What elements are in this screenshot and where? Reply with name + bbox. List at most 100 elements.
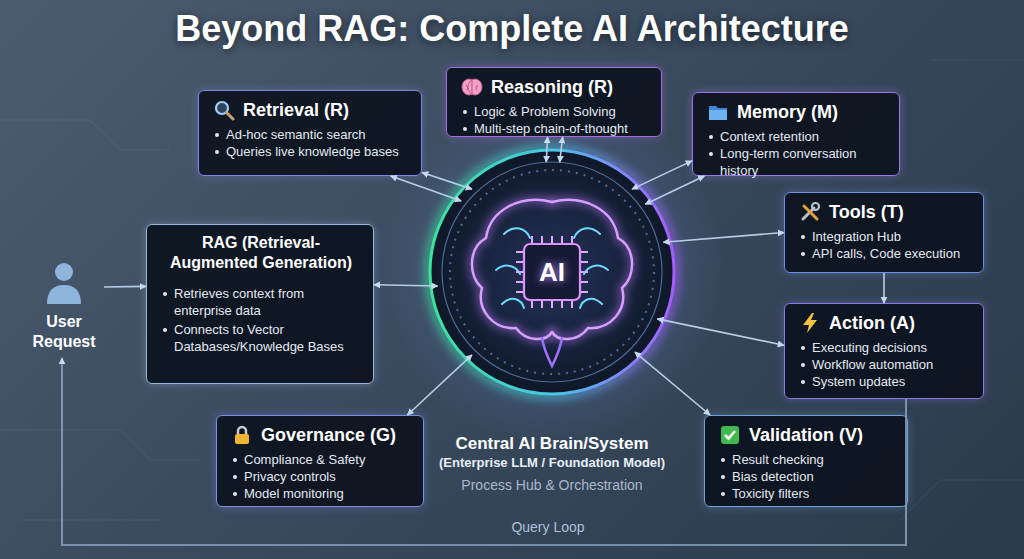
- icon-part: [812, 203, 819, 210]
- connector-arrow: [374, 285, 438, 286]
- bullet-item: System updates: [799, 373, 973, 390]
- brain-fold: [496, 228, 608, 308]
- edge-label: Query Loop: [478, 519, 618, 535]
- search-icon: [213, 99, 235, 121]
- bullet-list: Compliance & SafetyPrivacy controlsModel…: [231, 451, 413, 502]
- actor-label: User Request: [24, 312, 104, 352]
- bullet-item: Result checking: [719, 451, 897, 468]
- component-box: Action (A) Executing decisionsWorkflow au…: [784, 303, 984, 399]
- bullet-item: Context retention: [707, 128, 889, 145]
- tools-icon: [799, 201, 821, 223]
- bullet-item: API calls, Code execution: [799, 245, 973, 262]
- component-box: Reasoning (R) Logic & Problem SolvingMult…: [446, 67, 662, 137]
- bullet-item: Ad-hoc semantic search: [213, 126, 411, 143]
- box-heading: Action (A): [829, 313, 915, 334]
- connector-arrow: [645, 176, 704, 204]
- hub-caption-text: (Enterprise LLM / Foundation Model): [402, 454, 702, 472]
- icon-part: [725, 431, 735, 439]
- circuit-trace: [0, 120, 170, 150]
- ring-glow: [428, 148, 676, 396]
- connector-arrow: [104, 286, 146, 288]
- hub-caption-text: Process Hub & Orchestration: [402, 476, 702, 494]
- bullet-item: Compliance & Safety: [231, 451, 413, 468]
- box-heading-row: Reasoning (R): [461, 74, 651, 100]
- connector-arrow: [635, 352, 710, 415]
- person-icon: [39, 260, 89, 306]
- component-box: RAG (Retrieval-Augmented Generation) Retr…: [146, 224, 374, 384]
- icon-part: [709, 106, 727, 120]
- circuit-trace: [20, 520, 160, 521]
- bullet-item: Privacy controls: [231, 468, 413, 485]
- circuit-trace: [930, 60, 1024, 61]
- bullet-list: Ad-hoc semantic searchQueries live knowl…: [213, 126, 411, 160]
- bullet-item: Model monitoring: [231, 485, 413, 502]
- bullet-list: Retrieves context from enterprise dataCo…: [161, 285, 361, 355]
- bullet-list: Context retentionLong-term conversation …: [707, 128, 889, 179]
- icon-part: [721, 426, 739, 444]
- chip: [516, 236, 588, 308]
- component-box: Tools (T) Integration HubAPI calls, Code …: [784, 192, 984, 273]
- connector-arrow: [391, 176, 462, 201]
- hub-caption: Central AI Brain/System(Enterprise LLM /…: [402, 434, 702, 494]
- tick-ring: [450, 170, 654, 374]
- check-icon: [719, 424, 741, 446]
- bullet-item: Queries live knowledge bases: [213, 143, 411, 160]
- circuit-lines: [0, 60, 1024, 520]
- icon-part: [468, 79, 482, 95]
- bullet-item: Workflow automation: [799, 356, 973, 373]
- brain-icon: [461, 76, 483, 98]
- box-heading-row: Memory (M): [707, 99, 889, 125]
- bullet-item: Connects to Vector Databases/Knowledge B…: [161, 321, 361, 355]
- outer-ring: [430, 150, 674, 394]
- hub-glow: [377, 97, 727, 447]
- brain-illustration: [472, 200, 632, 366]
- person-body: [47, 285, 81, 304]
- component-box: Memory (M) Context retentionLong-term con…: [692, 92, 900, 176]
- diagram-title: Beyond RAG: Complete AI Architecture: [0, 8, 1024, 50]
- bullet-item: Long-term conversation history: [707, 145, 889, 179]
- box-heading: Retrieval (R): [243, 100, 349, 121]
- folder-icon: [707, 101, 729, 123]
- box-heading: RAG (Retrieval-Augmented Generation): [161, 233, 361, 273]
- component-box: Validation (V) Result checkingBias detect…: [704, 415, 908, 507]
- bullet-item: Bias detection: [719, 468, 897, 485]
- box-heading-row: Tools (T): [799, 199, 973, 225]
- circuit-trace: [900, 480, 1024, 520]
- bullet-item: Retrieves context from enterprise data: [161, 285, 361, 319]
- box-heading: Memory (M): [737, 102, 838, 123]
- brain-stem: [542, 338, 562, 366]
- bullet-list: Executing decisionsWorkflow automationSy…: [799, 339, 973, 390]
- bullet-list: Logic & Problem SolvingMulti-step chain-…: [461, 103, 651, 137]
- bullet-item: Toxicity filters: [719, 485, 897, 502]
- loop-connector: [62, 358, 906, 545]
- bolt-icon: [799, 312, 821, 334]
- box-heading: Reasoning (R): [491, 77, 613, 98]
- icon-part: [709, 110, 727, 120]
- icon-part: [227, 113, 234, 120]
- connectors: [62, 137, 906, 545]
- box-heading-row: Retrieval (R): [213, 97, 411, 123]
- box-heading: Governance (G): [261, 425, 396, 446]
- icon-part: [804, 206, 817, 219]
- connector-arrow: [560, 137, 563, 162]
- icon-part: [466, 80, 478, 95]
- circuit-trace: [0, 430, 200, 460]
- connector-arrow: [422, 173, 472, 190]
- box-heading: Tools (T): [829, 202, 904, 223]
- icon-part: [803, 313, 817, 333]
- lock-icon: [231, 424, 253, 446]
- chip-label: AI: [522, 252, 582, 292]
- hub-caption-text: Central AI Brain/System: [402, 434, 702, 454]
- bullet-item: Integration Hub: [799, 228, 973, 245]
- connector-arrow: [632, 161, 692, 189]
- box-heading: Validation (V): [749, 425, 863, 446]
- box-heading-row: Governance (G): [231, 422, 413, 448]
- connector-arrow: [663, 233, 784, 243]
- component-box: Governance (G) Compliance & SafetyPrivacy…: [216, 415, 424, 507]
- bullet-list: Result checkingBias detectionToxicity fi…: [719, 451, 897, 502]
- chip-pins: [516, 236, 588, 308]
- icon-part: [238, 427, 246, 434]
- component-box: Retrieval (R) Ad-hoc semantic searchQueri…: [198, 90, 422, 176]
